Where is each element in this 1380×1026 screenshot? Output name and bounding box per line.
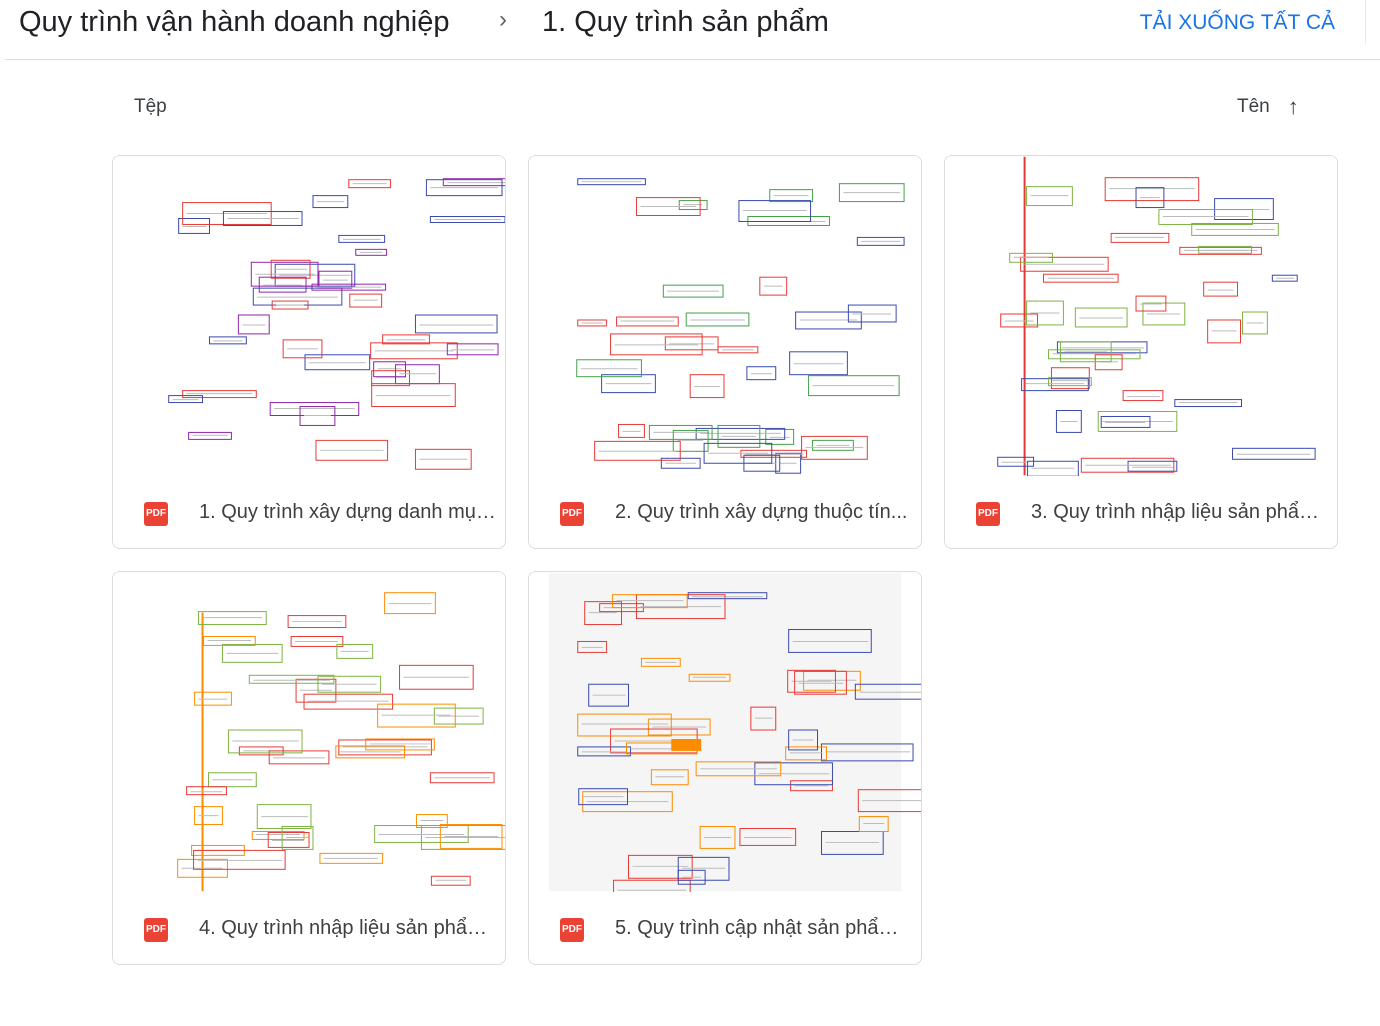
pdf-icon: PDF (144, 502, 168, 526)
file-name[interactable]: 5. Quy trình cập nhật sản phẩm.... (615, 917, 915, 939)
breadcrumb-current: 1. Quy trình sản phẩm (542, 6, 829, 38)
file-thumbnail[interactable] (113, 156, 505, 476)
sort-label: Tên (1237, 96, 1270, 117)
file-card[interactable]: PDF 2. Quy trình xây dựng thuộc tín... (528, 155, 922, 549)
file-thumbnail[interactable] (113, 572, 505, 892)
file-name[interactable]: 2. Quy trình xây dựng thuộc tín... (615, 501, 908, 523)
file-card[interactable]: PDF 4. Quy trình nhập liệu sản phẩm... (112, 571, 506, 965)
file-card[interactable]: PDF 5. Quy trình cập nhật sản phẩm.... (528, 571, 922, 965)
file-card[interactable]: PDF 3. Quy trình nhập liệu sản phẩm... (944, 155, 1338, 549)
file-name[interactable]: 4. Quy trình nhập liệu sản phẩm... (199, 917, 499, 939)
file-name[interactable]: 1. Quy trình xây dựng danh mục... (199, 501, 499, 523)
file-name[interactable]: 3. Quy trình nhập liệu sản phẩm... (1031, 501, 1331, 523)
file-thumbnail[interactable] (945, 156, 1337, 476)
files-heading: Tệp (134, 96, 167, 117)
pdf-icon: PDF (560, 502, 584, 526)
pdf-icon: PDF (976, 502, 1000, 526)
pdf-icon: PDF (144, 918, 168, 942)
pdf-icon: PDF (560, 918, 584, 942)
sort-by-name-button[interactable]: Tên ↑ (1237, 94, 1299, 120)
file-thumbnail[interactable] (529, 156, 921, 476)
header: Quy trình vận hành doanh nghiệp › 1. Quy… (5, 0, 1380, 60)
file-card[interactable]: PDF 1. Quy trình xây dựng danh mục... (112, 155, 506, 549)
file-thumbnail[interactable] (529, 572, 921, 892)
breadcrumb-root[interactable]: Quy trình vận hành doanh nghiệp (19, 6, 450, 38)
chevron-right-icon: › (499, 6, 507, 33)
arrow-up-icon: ↑ (1287, 94, 1299, 119)
download-all-button[interactable]: TẢI XUỐNG TẤT CẢ (1139, 11, 1335, 34)
divider (1365, 0, 1366, 44)
